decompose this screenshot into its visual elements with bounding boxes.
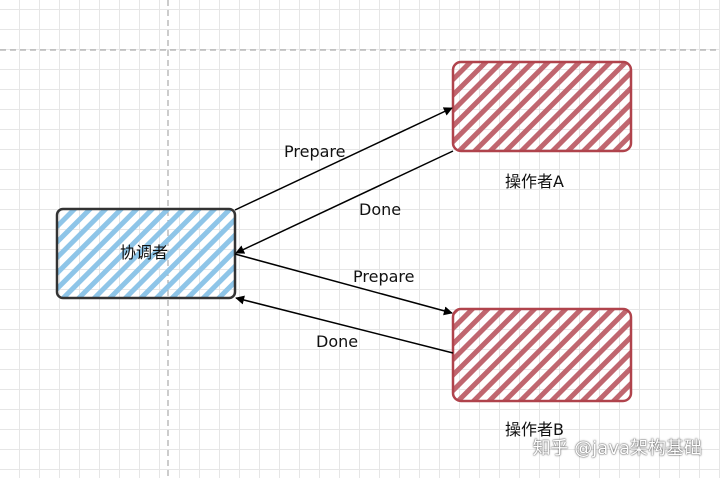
done-b-label: Done <box>316 332 359 351</box>
prepare-a-label: Prepare <box>284 142 346 161</box>
done-a-label: Done <box>359 200 402 219</box>
operator-a-label: 操作者A <box>505 172 564 191</box>
prepare-a-arrow <box>234 107 453 211</box>
coordinator-label: 协调者 <box>120 243 169 262</box>
done-b-arrow <box>235 295 454 354</box>
operator-a-node[interactable] <box>451 60 633 153</box>
prepare-b-label: Prepare <box>353 267 415 286</box>
operator-b-node[interactable] <box>451 307 633 403</box>
watermark: 知乎 @java架构基础 <box>532 438 702 459</box>
done-a-arrow <box>235 150 454 254</box>
coordinator-node[interactable] <box>55 207 237 300</box>
operator-b-label: 操作者B <box>505 420 564 439</box>
prepare-b-arrow <box>234 253 453 316</box>
